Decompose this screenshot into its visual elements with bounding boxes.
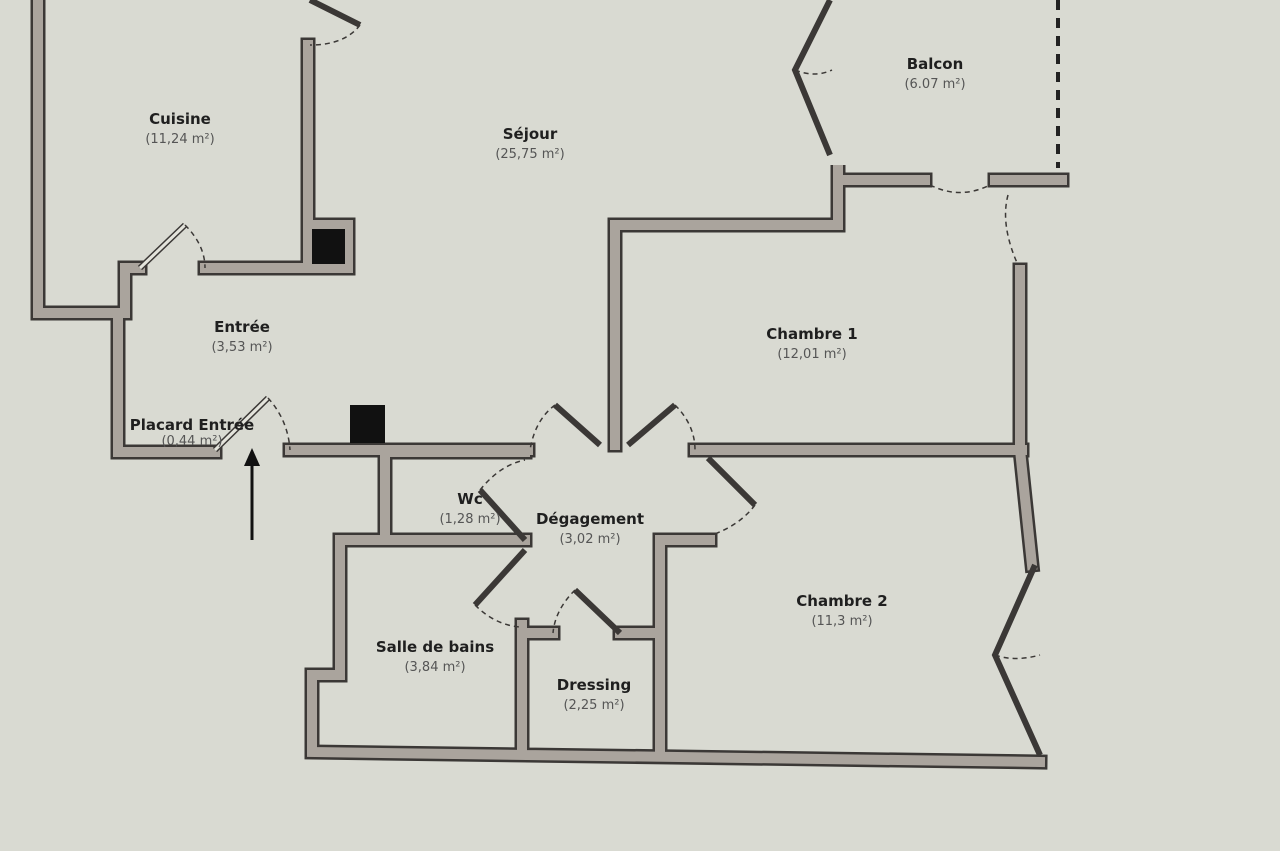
room-chambre-1: Chambre 1(12,01 m²) (766, 325, 858, 362)
room-chambre-2: Chambre 2(11,3 m²) (796, 592, 888, 629)
room-balcon: Balcon(6.07 m²) (904, 55, 966, 92)
shaft-1 (312, 229, 345, 264)
walls (30, 0, 1070, 770)
room-wc: Wc(1,28 m²) (439, 490, 501, 527)
room-sejour: Séjour(25,75 m²) (495, 125, 565, 162)
room-placard-entree: Placard Entrée(0,44 m²) (129, 416, 255, 449)
room-degagement: Dégagement(3,02 m²) (535, 510, 645, 547)
room-dressing: Dressing(2,25 m²) (556, 676, 632, 713)
room-entree: Entrée(3,53 m²) (211, 318, 273, 355)
windows (791, 0, 1060, 757)
room-salle-de-bains: Salle de bains(3,84 m²) (375, 638, 495, 675)
room-cuisine: Cuisine(11,24 m²) (145, 110, 215, 147)
entrance-arrow (244, 448, 260, 540)
shaft-2 (350, 405, 385, 443)
doors (137, 0, 758, 636)
